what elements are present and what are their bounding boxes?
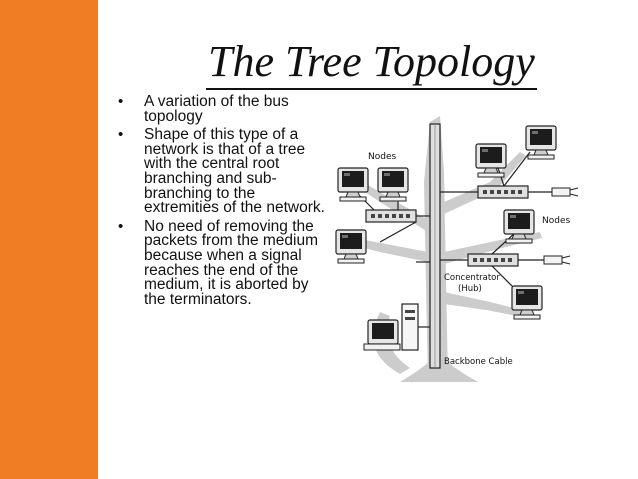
hub-label: (Hub) bbox=[458, 284, 482, 294]
workstation-icon bbox=[363, 303, 430, 351]
terminator-icon bbox=[543, 255, 571, 265]
terminator-icon bbox=[551, 187, 579, 197]
bullet-marker: • bbox=[118, 126, 124, 144]
computer-icon bbox=[335, 229, 367, 264]
hub-icon bbox=[477, 185, 529, 199]
nodes-label-right: Nodes bbox=[542, 216, 570, 226]
bullet-list: • A variation of the bus topology • Shap… bbox=[118, 93, 328, 311]
bullet-item: • Shape of this type of a network is tha… bbox=[118, 126, 328, 217]
bullet-item: • A variation of the bus topology bbox=[118, 93, 328, 125]
backbone-cable-label: Backbone Cable bbox=[444, 357, 513, 367]
slide-title: The Tree Topology bbox=[206, 36, 537, 90]
tree-topology-diagram: Nodes Nodes Concentrator (Hub) Backbone … bbox=[335, 116, 579, 382]
computer-icon bbox=[525, 125, 557, 160]
bullet-text: A variation of the bus topology bbox=[144, 93, 289, 125]
bullet-text: Shape of this type of a network is that … bbox=[144, 126, 325, 217]
concentrator-label: Concentrator bbox=[444, 273, 500, 283]
hub-icon bbox=[467, 253, 519, 267]
nodes-label-left: Nodes bbox=[368, 152, 396, 162]
orange-side-bar bbox=[0, 0, 98, 479]
bullet-marker: • bbox=[118, 217, 124, 235]
bullet-item: • No need of removing the packets from t… bbox=[118, 217, 328, 308]
backbone-cable bbox=[429, 123, 441, 369]
bullet-text: No need of removing the packets from the… bbox=[144, 217, 319, 308]
bullet-marker: • bbox=[118, 93, 124, 110]
hub-icon bbox=[365, 209, 417, 223]
computer-icon bbox=[337, 167, 369, 202]
